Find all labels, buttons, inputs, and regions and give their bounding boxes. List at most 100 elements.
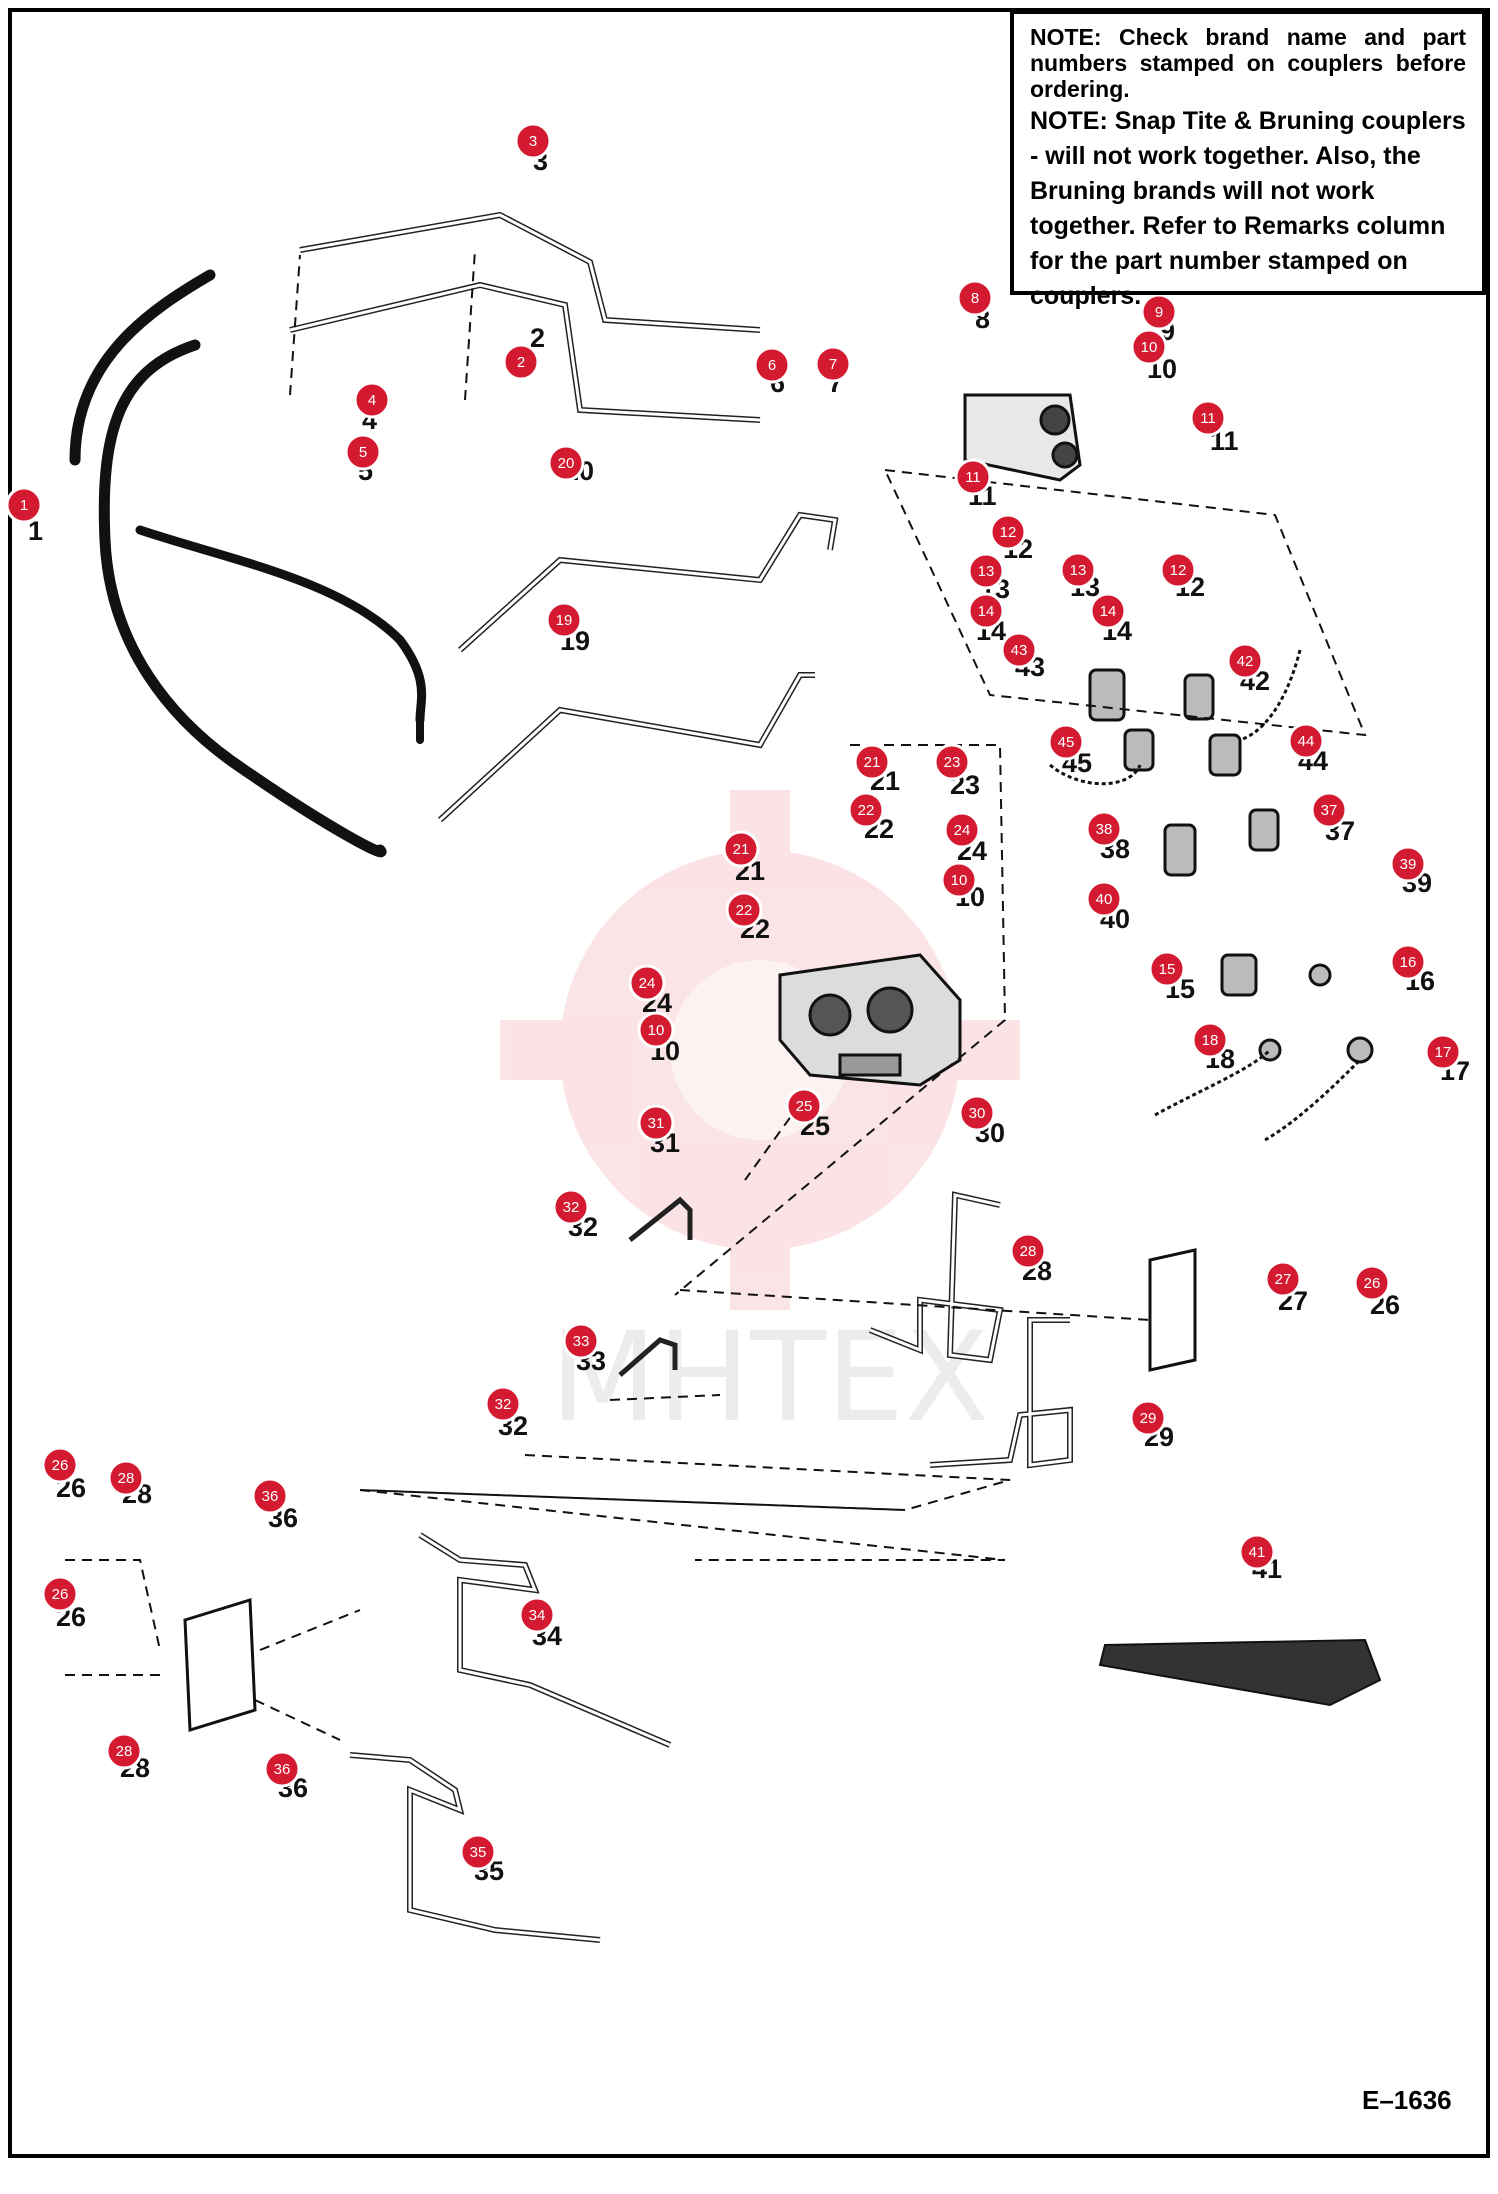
- callout-25[interactable]: 25: [785, 1087, 823, 1125]
- callout-marker[interactable]: [344, 433, 382, 471]
- callout-marker[interactable]: [847, 791, 885, 829]
- callout-marker[interactable]: [1264, 1260, 1302, 1298]
- callout-marker[interactable]: [954, 458, 992, 496]
- callout-13[interactable]: 13: [967, 552, 1005, 590]
- callout-marker[interactable]: [1226, 642, 1264, 680]
- callout-marker[interactable]: [107, 1459, 145, 1497]
- callout-marker[interactable]: [251, 1477, 289, 1515]
- callout-29[interactable]: 29: [1129, 1399, 1167, 1437]
- callout-36[interactable]: 36: [251, 1477, 289, 1515]
- callout-marker[interactable]: [1310, 791, 1348, 829]
- callout-marker[interactable]: [956, 279, 994, 317]
- callout-marker[interactable]: [545, 601, 583, 639]
- callout-marker[interactable]: [263, 1750, 301, 1788]
- callout-3[interactable]: 3: [514, 122, 552, 160]
- callout-27[interactable]: 27: [1264, 1260, 1302, 1298]
- callout-17[interactable]: 17: [1424, 1033, 1462, 1071]
- callout-marker[interactable]: [1389, 845, 1427, 883]
- callout-6[interactable]: 6: [753, 346, 791, 384]
- callout-marker[interactable]: [1130, 328, 1168, 366]
- callout-marker[interactable]: [637, 1104, 675, 1142]
- callout-marker[interactable]: [1424, 1033, 1462, 1071]
- callout-14[interactable]: 14: [1089, 592, 1127, 630]
- callout-8[interactable]: 8: [956, 279, 994, 317]
- callout-9[interactable]: 9: [1140, 293, 1178, 331]
- callout-40[interactable]: 40: [1085, 880, 1123, 918]
- callout-28[interactable]: 28: [1009, 1232, 1047, 1270]
- callout-22[interactable]: 22: [847, 791, 885, 829]
- callout-marker[interactable]: [943, 811, 981, 849]
- callout-41[interactable]: 41: [1238, 1533, 1276, 1571]
- callout-38[interactable]: 38: [1085, 810, 1123, 848]
- callout-marker[interactable]: [725, 891, 763, 929]
- callout-marker[interactable]: [785, 1087, 823, 1125]
- callout-marker[interactable]: [1148, 950, 1186, 988]
- callout-24[interactable]: 24: [628, 964, 666, 1002]
- callout-marker[interactable]: [1238, 1533, 1276, 1571]
- callout-marker[interactable]: [1140, 293, 1178, 331]
- callout-28[interactable]: 28: [107, 1459, 145, 1497]
- callout-28[interactable]: 28: [105, 1732, 143, 1770]
- callout-19[interactable]: 19: [545, 601, 583, 639]
- callout-34[interactable]: 34: [518, 1596, 556, 1634]
- callout-44[interactable]: 44: [1287, 722, 1325, 760]
- callout-marker[interactable]: [1000, 631, 1038, 669]
- callout-marker[interactable]: [753, 346, 791, 384]
- callout-marker[interactable]: [518, 1596, 556, 1634]
- callout-33[interactable]: 33: [562, 1322, 600, 1360]
- callout-1[interactable]: 1: [5, 486, 43, 524]
- callout-marker[interactable]: [1085, 880, 1123, 918]
- callout-marker[interactable]: [637, 1011, 675, 1049]
- callout-36[interactable]: 36: [263, 1750, 301, 1788]
- callout-marker[interactable]: [1009, 1232, 1047, 1270]
- callout-marker[interactable]: [1159, 551, 1197, 589]
- callout-marker[interactable]: [1047, 723, 1085, 761]
- callout-marker[interactable]: [1129, 1399, 1167, 1437]
- callout-marker[interactable]: [41, 1575, 79, 1613]
- callout-39[interactable]: 39: [1389, 845, 1427, 883]
- callout-marker[interactable]: [484, 1385, 522, 1423]
- callout-37[interactable]: 37: [1310, 791, 1348, 829]
- callout-43[interactable]: 43: [1000, 631, 1038, 669]
- callout-26[interactable]: 26: [1353, 1264, 1391, 1302]
- callout-42[interactable]: 42: [1226, 642, 1264, 680]
- callout-10[interactable]: 10: [1130, 328, 1168, 366]
- callout-marker[interactable]: [459, 1833, 497, 1871]
- callout-marker[interactable]: [1353, 1264, 1391, 1302]
- callout-21[interactable]: 21: [853, 743, 891, 781]
- callout-13[interactable]: 13: [1059, 551, 1097, 589]
- callout-marker[interactable]: [547, 444, 585, 482]
- callout-26[interactable]: 26: [41, 1575, 79, 1613]
- callout-marker[interactable]: [1191, 1021, 1229, 1059]
- callout-marker[interactable]: [1059, 551, 1097, 589]
- callout-marker[interactable]: [353, 381, 391, 419]
- callout-7[interactable]: 7: [814, 345, 852, 383]
- callout-10[interactable]: 10: [940, 861, 978, 899]
- callout-marker[interactable]: [940, 861, 978, 899]
- callout-31[interactable]: 31: [637, 1104, 675, 1142]
- callout-marker[interactable]: [722, 830, 760, 868]
- callout-11[interactable]: 11: [1189, 399, 1227, 437]
- callout-marker[interactable]: [958, 1094, 996, 1132]
- callout-marker[interactable]: [105, 1732, 143, 1770]
- callout-marker[interactable]: [814, 345, 852, 383]
- callout-10[interactable]: 10: [637, 1011, 675, 1049]
- callout-marker[interactable]: [628, 964, 666, 1002]
- callout-5[interactable]: 5: [344, 433, 382, 471]
- callout-32[interactable]: 32: [552, 1188, 590, 1226]
- callout-16[interactable]: 16: [1389, 943, 1427, 981]
- callout-marker[interactable]: [5, 486, 43, 524]
- callout-26[interactable]: 26: [41, 1446, 79, 1484]
- callout-marker[interactable]: [853, 743, 891, 781]
- callout-18[interactable]: 18: [1191, 1021, 1229, 1059]
- callout-marker[interactable]: [989, 513, 1027, 551]
- callout-marker[interactable]: [552, 1188, 590, 1226]
- callout-marker[interactable]: [1189, 399, 1227, 437]
- callout-marker[interactable]: [502, 343, 540, 381]
- callout-marker[interactable]: [967, 592, 1005, 630]
- callout-marker[interactable]: [1287, 722, 1325, 760]
- callout-15[interactable]: 15: [1148, 950, 1186, 988]
- callout-35[interactable]: 35: [459, 1833, 497, 1871]
- callout-11[interactable]: 11: [954, 458, 992, 496]
- callout-marker[interactable]: [1085, 810, 1123, 848]
